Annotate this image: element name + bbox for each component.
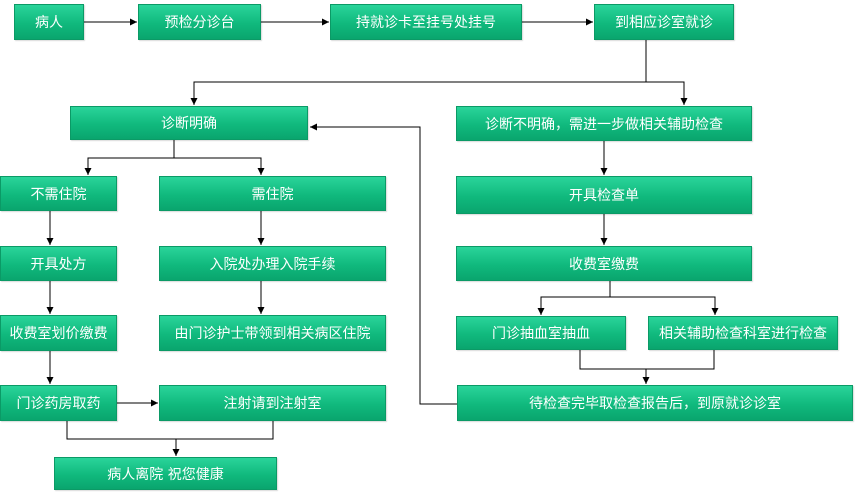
node-admission: 需住院 [159, 176, 386, 211]
arrow-report-back-to-diagnosis [310, 123, 457, 405]
node-admission-procedure: 入院处办理入院手续 [159, 246, 386, 281]
node-prescription: 开具处方 [0, 246, 117, 281]
node-pharmacy: 门诊药房取药 [0, 385, 117, 421]
node-consult-room: 到相应诊室就诊 [594, 4, 734, 40]
node-registration: 持就诊卡至挂号处挂号 [330, 4, 522, 40]
node-blood-draw: 门诊抽血室抽血 [456, 316, 626, 350]
arrow-clear-to-admission [174, 157, 265, 175]
connector-injection-merge [176, 421, 274, 440]
node-nurse-escort: 由门诊护士带领到相关病区住院 [159, 315, 386, 351]
arrow-consult-to-clear [190, 81, 646, 105]
node-exam-order: 开具检查单 [456, 176, 752, 214]
arrow-payment-to-blood-draw [537, 296, 610, 315]
arrow-consult-to-unclear [646, 81, 688, 105]
node-return-with-report: 待检查完毕取检查报告后，到原就诊诊室 [457, 385, 853, 421]
node-injection: 注射请到注射室 [159, 385, 386, 421]
connector-aux-exam-merge [646, 350, 715, 370]
node-no-admission: 不需住院 [0, 176, 117, 211]
node-exam-payment: 收费室缴费 [456, 246, 752, 281]
node-pricing-payment: 收费室划价缴费 [0, 315, 117, 351]
connector-blood-draw-merge [579, 350, 646, 370]
node-aux-exam: 相关辅助检查科室进行检查 [648, 316, 838, 350]
node-patient: 病人 [14, 4, 84, 40]
node-diagnosis-unclear: 诊断不明确，需进一步做相关辅助检查 [456, 106, 752, 141]
connector-pharmacy-merge [66, 421, 176, 440]
node-diagnosis-clear: 诊断明确 [70, 106, 308, 140]
arrow-clear-to-no-admission [84, 157, 174, 175]
node-discharge: 病人离院 祝您健康 [54, 457, 277, 490]
arrow-payment-to-aux-exam [610, 296, 719, 315]
node-triage: 预检分诊台 [138, 4, 261, 40]
